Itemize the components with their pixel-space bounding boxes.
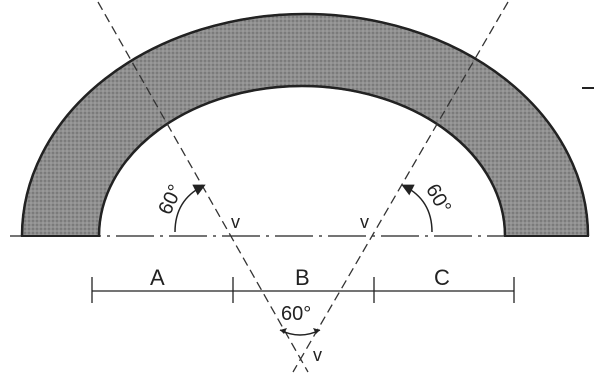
arch-inner-edge	[97, 84, 507, 237]
angle-arrow-bottom-right	[313, 328, 320, 334]
arch-ring	[20, 13, 590, 237]
arch-outer-edge	[20, 12, 590, 237]
segment-label-c: C	[434, 265, 450, 290]
vertex-label-right: v	[360, 212, 369, 232]
segment-label-b: B	[295, 265, 310, 290]
construction-line-right	[292, 1, 509, 373]
angle-label-right: 60°	[421, 180, 455, 217]
angle-arc-left	[174, 184, 206, 233]
vertex-label-bottom: v	[313, 345, 322, 365]
angle-arrow-bottom-left	[280, 328, 287, 334]
angle-arc-right	[401, 184, 433, 233]
angle-label-bottom: 60°	[281, 303, 311, 325]
vertex-label-left: v	[231, 212, 240, 232]
angle-label-left: 60°	[154, 181, 187, 218]
segment-label-a: A	[150, 265, 165, 290]
